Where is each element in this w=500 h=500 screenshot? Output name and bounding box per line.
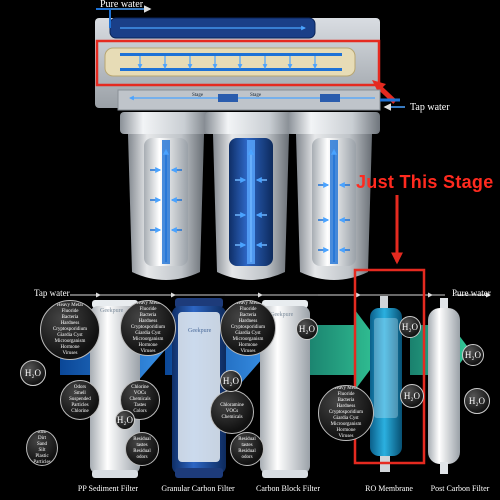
contaminant-bubble-2: Heavy Metal Fluoride Bacteria Hardness C… (120, 300, 176, 356)
residual-bubble-1: Residual tastes Residual odors (125, 432, 159, 466)
contaminant-bubble-4: Heavy Metal Fluoride Bacteria Hardness C… (318, 385, 374, 441)
h2o-bubble-4: H₂O (296, 318, 318, 340)
caption-pp-sediment: PP Sediment Filter (77, 484, 139, 493)
highlight-frame-top (95, 39, 381, 87)
flow-arrow-3 (305, 310, 385, 390)
ro-housing-top (104, 47, 356, 77)
brand-label-1: Geekpure (100, 308, 124, 314)
pure-water-label-top: Pure water (100, 0, 144, 10)
odors-bubble: Odors Smell Suspended Particles Chlorine (60, 380, 100, 420)
caption-post-carbon: Post Carbon Filter (430, 484, 490, 493)
filter-ro-membrane (370, 296, 402, 472)
filter-granular-carbon (172, 298, 226, 478)
pure-water-label-bottom: Pure water (452, 288, 491, 298)
tap-water-label-top: Tap water (410, 102, 450, 113)
brand-label-2: Geekpure (188, 328, 212, 334)
h2o-bubble-5: H₂O (399, 316, 421, 338)
highlight-frame-bottom (353, 268, 426, 465)
chloramine-bubble: Chloramine VOCs Chemicals (210, 390, 254, 434)
residual-bubble-2: Residual tastes Residual odors (230, 432, 264, 466)
caption-granular-carbon: Granular Carbon Filter (161, 484, 235, 493)
h2o-bubble-3: H₂O (220, 370, 242, 392)
contaminant-bubble-3: Heavy Metal Fluoride Bacteria Hardness C… (220, 300, 276, 356)
filter-carbon-block (260, 300, 310, 478)
h2o-bubble-7: H₂O (464, 388, 490, 414)
h2o-bubble-1: H₂O (20, 360, 46, 386)
h2o-bubble-8: H₂O (462, 344, 484, 366)
h2o-bubble-2: H₂O (115, 410, 135, 430)
stage-tab-2: Stage (250, 93, 262, 98)
contaminant-bubble-1: Heavy Metal Fluoride Bacteria Hardness C… (40, 300, 100, 360)
caption-ro-membrane: RO Membrane (365, 484, 413, 493)
stage-tab-1: Stage (192, 93, 204, 98)
rust-bubble: Rust Dirt Sand Silt Plastic Particles (26, 430, 58, 466)
just-this-stage-title: Just This Stage (356, 172, 494, 192)
manifold (117, 89, 381, 111)
h2o-bubble-6: H₂O (400, 384, 424, 408)
caption-carbon-block: Carbon Block Filter (256, 484, 320, 493)
tap-water-label-bottom: Tap water (34, 288, 70, 298)
filter-post-carbon (428, 298, 460, 474)
brand-label-3: Geekpure (270, 312, 294, 318)
